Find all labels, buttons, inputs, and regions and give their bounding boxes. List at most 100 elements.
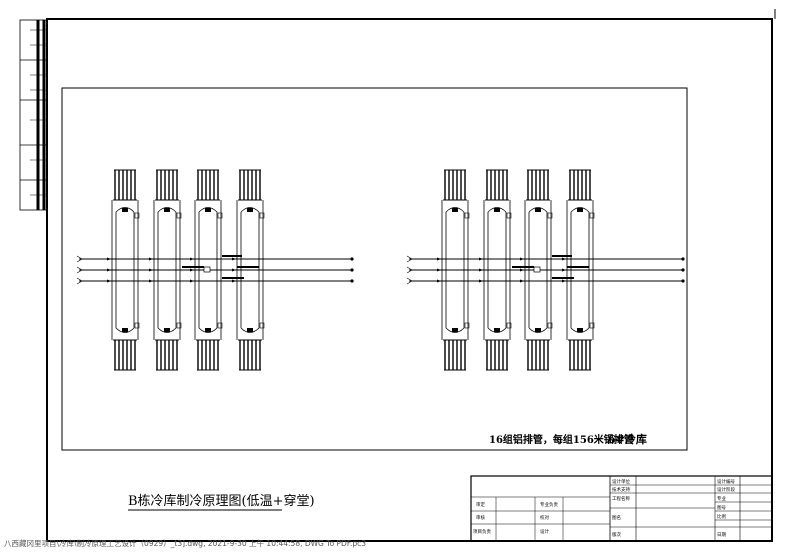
tb-label-tech-support: 技术支持 xyxy=(612,486,630,493)
flow-arrow xyxy=(479,268,483,272)
pipe-end-dot xyxy=(681,257,685,261)
evaporator-unit xyxy=(236,169,265,371)
pipe-tag-mark xyxy=(552,255,572,257)
valve-symbol xyxy=(577,328,583,332)
pipe-bend xyxy=(115,327,135,333)
pipe-end-dot xyxy=(350,279,354,283)
tb-label-designer: 设计 xyxy=(540,528,549,535)
flow-arrow xyxy=(232,279,236,283)
flow-arrow xyxy=(437,257,441,261)
tb-label-date: 日期 xyxy=(717,532,726,538)
inlet-arrow xyxy=(76,266,83,274)
valve-symbol xyxy=(506,322,512,329)
flow-arrow xyxy=(190,257,194,261)
pipe-bend xyxy=(115,207,135,213)
tb-label-project-lead: 项目负责 xyxy=(473,528,491,535)
pipe-tag-mark xyxy=(552,277,574,279)
evaporator-unit xyxy=(524,169,553,371)
flow-arrow xyxy=(149,257,153,261)
tb-label-reviewed: 审核 xyxy=(476,514,485,521)
pipe-bend xyxy=(487,327,507,333)
plot-stamp: 八西藏冈里项目\冷库\制冷原理工艺设计（0929）_t3].dwg, 2021-… xyxy=(4,539,366,548)
valve-symbol xyxy=(122,208,128,212)
flow-arrow xyxy=(562,257,566,261)
valve-symbol xyxy=(176,212,182,219)
inlet-arrow xyxy=(76,277,83,285)
valve-symbol xyxy=(259,212,265,219)
inlet-arrow xyxy=(406,266,413,274)
flow-arrow xyxy=(232,257,236,261)
valve-symbol xyxy=(205,328,211,332)
valve-symbol xyxy=(535,208,541,212)
pipe-bend xyxy=(528,207,548,213)
flow-arrow xyxy=(520,279,524,283)
flow-arrow xyxy=(520,257,524,261)
tb-label-scale: 比例 xyxy=(717,513,726,520)
valve-symbol xyxy=(259,322,265,329)
pipe-bend xyxy=(198,327,218,333)
pipe-tag-mark xyxy=(237,266,259,268)
valve-symbol xyxy=(176,322,182,329)
valve-symbol xyxy=(247,208,253,212)
valve-symbol xyxy=(122,328,128,332)
evaporator-group xyxy=(406,169,685,371)
valve-symbol xyxy=(506,212,512,219)
flow-arrow xyxy=(562,268,566,272)
flow-arrow xyxy=(479,257,483,261)
valve-symbol xyxy=(589,212,595,219)
flow-arrow xyxy=(149,268,153,272)
flow-arrow xyxy=(520,268,524,272)
filter-symbol xyxy=(533,266,541,273)
diagram-frame xyxy=(61,87,688,451)
pipe-bend xyxy=(445,207,465,213)
pipe-tag-mark xyxy=(222,255,242,257)
valve-symbol xyxy=(535,328,541,332)
valve-symbol xyxy=(547,322,553,329)
flow-arrow xyxy=(190,279,194,283)
flow-arrow xyxy=(437,268,441,272)
inlet-arrow xyxy=(406,255,413,263)
valve-symbol xyxy=(217,212,223,219)
title-block: 设计单位 技术支持 工程名称 图名 版次 设计编号 设计阶段 专业 图号 比例 … xyxy=(470,475,773,542)
pipe-bend xyxy=(157,207,177,213)
flow-arrow xyxy=(479,279,483,283)
tb-label-discipline: 专业 xyxy=(717,495,726,502)
valve-symbol xyxy=(134,322,140,329)
tb-label-design-no: 设计编号 xyxy=(717,478,735,485)
pipe-bend xyxy=(157,327,177,333)
pipe-bend xyxy=(570,327,590,333)
valve-symbol xyxy=(464,212,470,219)
pipe-bend xyxy=(445,327,465,333)
evaporator-group xyxy=(76,169,354,371)
inlet-arrow xyxy=(406,277,413,285)
pipe-tag-mark xyxy=(182,266,204,268)
flow-arrow xyxy=(107,279,111,283)
sheet-border xyxy=(46,18,773,542)
pipe-bend xyxy=(240,327,260,333)
tb-label-checked: 校对 xyxy=(540,514,549,521)
evaporator-unit xyxy=(441,169,470,371)
flow-arrow xyxy=(232,268,236,272)
valve-symbol xyxy=(589,322,595,329)
valve-symbol xyxy=(452,328,458,332)
pipe-bend xyxy=(528,327,548,333)
tb-label-drawing-name: 图名 xyxy=(612,514,621,521)
evaporator-unit xyxy=(483,169,512,371)
evaporator-unit xyxy=(194,169,223,371)
flow-arrow xyxy=(107,268,111,272)
flow-arrow xyxy=(190,268,194,272)
valve-symbol xyxy=(164,208,170,212)
pipe-end-dot xyxy=(681,268,685,272)
flow-arrow xyxy=(149,279,153,283)
valve-symbol xyxy=(547,212,553,219)
valve-symbol xyxy=(247,328,253,332)
pipe-end-dot xyxy=(681,279,685,283)
pipe-bend xyxy=(198,207,218,213)
tb-label-drawing-no: 图号 xyxy=(717,505,726,511)
tb-label-approved: 审定 xyxy=(476,501,485,508)
tb-label-design-unit: 设计单位 xyxy=(612,478,630,485)
valve-symbol xyxy=(494,208,500,212)
tb-label-design-stage: 设计阶段 xyxy=(717,486,735,493)
valve-symbol xyxy=(464,322,470,329)
